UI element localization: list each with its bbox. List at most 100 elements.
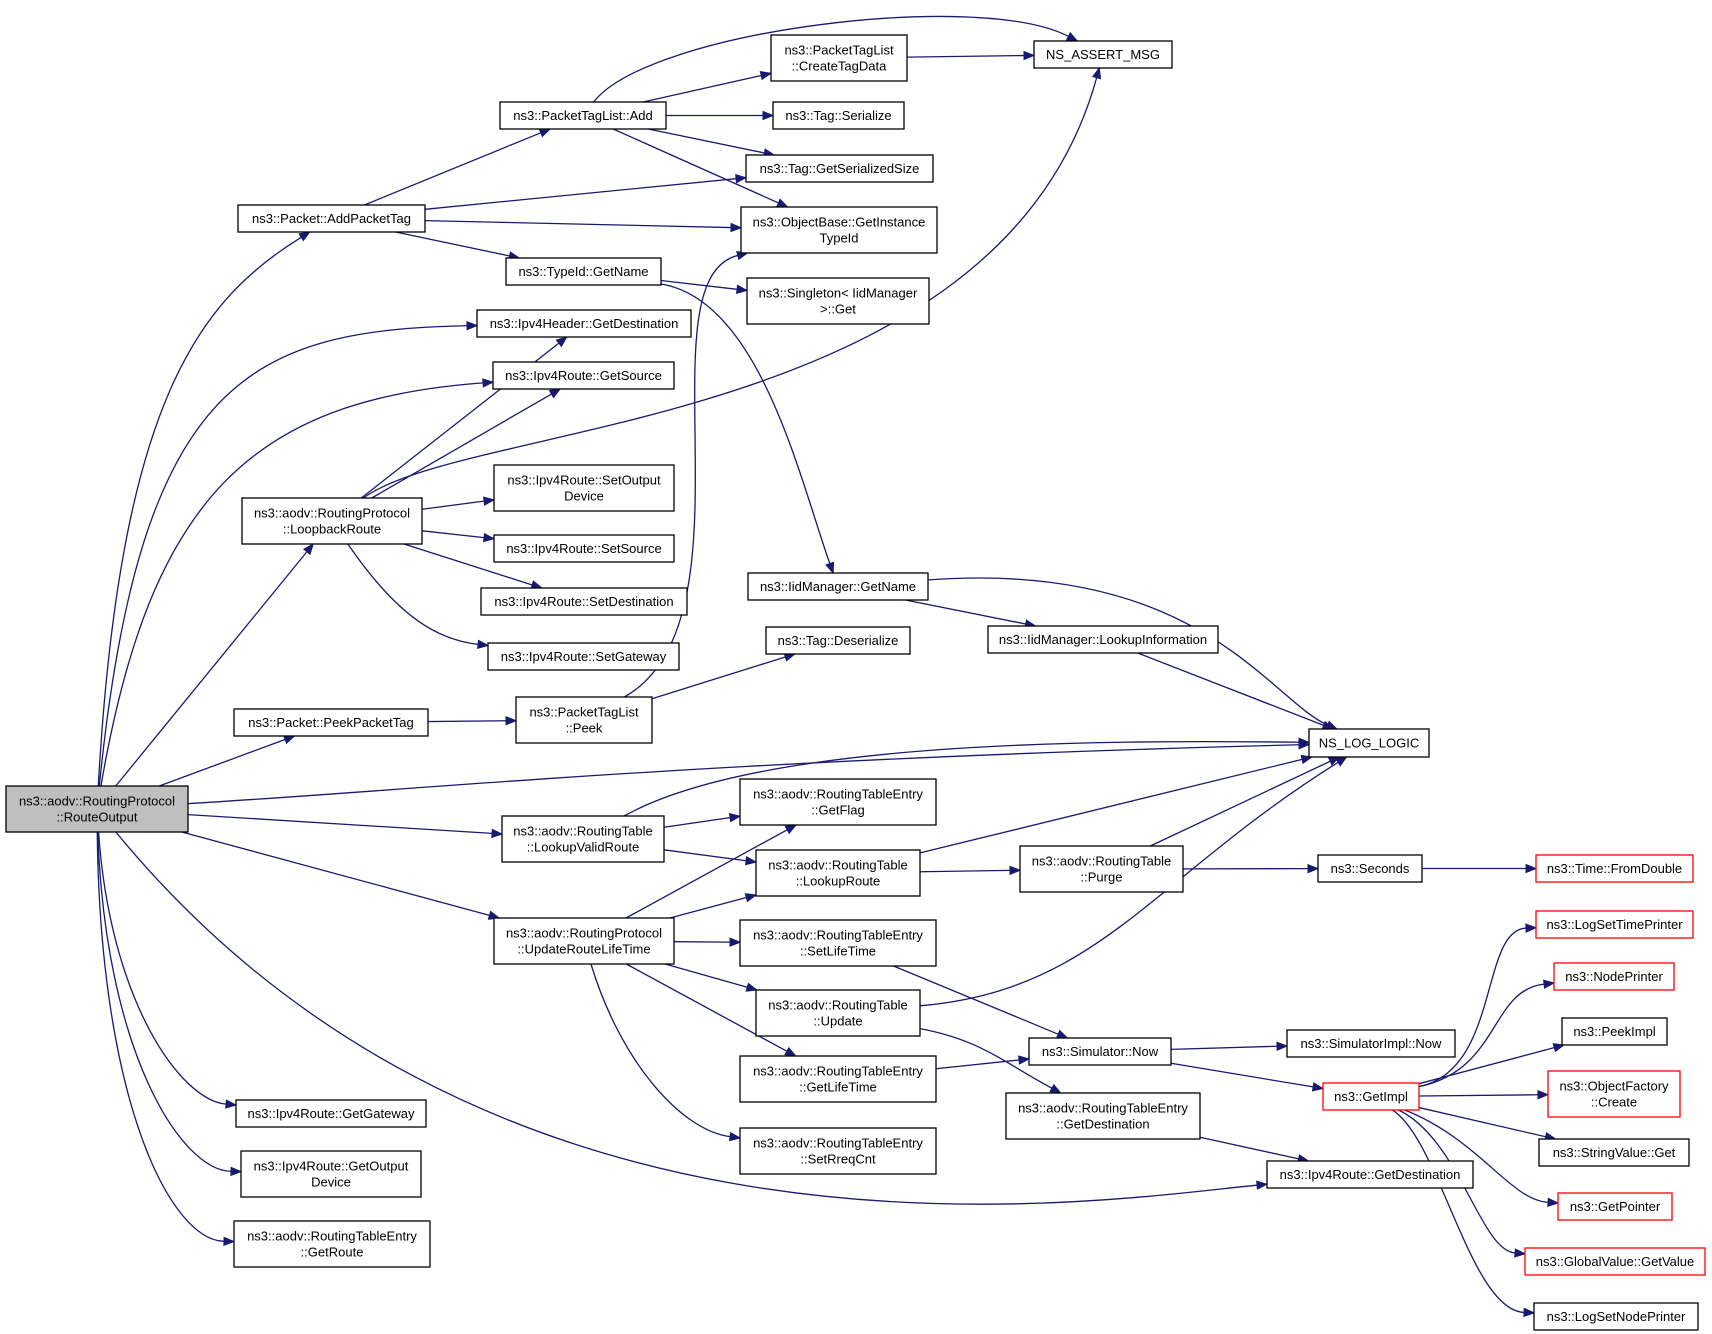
node-getPointer[interactable]: ns3::GetPointer: [1557, 1192, 1673, 1221]
node-ptlAdd[interactable]: ns3::PacketTagList::Add: [499, 101, 667, 130]
node-rteSetLifeTime[interactable]: ns3::aodv::RoutingTableEntry::SetLifeTim…: [739, 919, 937, 967]
node-setGateway[interactable]: ns3::Ipv4Route::SetGateway: [487, 642, 680, 671]
node-box[interactable]: [499, 101, 667, 130]
node-ptlPeek[interactable]: ns3::PacketTagList::Peek: [515, 696, 653, 744]
node-box[interactable]: [1286, 1029, 1456, 1058]
node-box[interactable]: [233, 708, 429, 737]
node-box[interactable]: [480, 587, 688, 616]
node-box[interactable]: [487, 642, 680, 671]
node-rteGetLifeTime[interactable]: ns3::aodv::RoutingTableEntry::GetLifeTim…: [739, 1055, 937, 1103]
node-box[interactable]: [747, 572, 929, 601]
node-box[interactable]: [1019, 845, 1184, 893]
node-box[interactable]: [233, 1220, 431, 1268]
node-box[interactable]: [745, 154, 934, 183]
node-box[interactable]: [739, 919, 937, 967]
node-rtUpdate[interactable]: ns3::aodv::RoutingTable::Update: [755, 989, 921, 1037]
node-simImplNow[interactable]: ns3::SimulatorImpl::Now: [1286, 1029, 1456, 1058]
node-logSetTimePrinter[interactable]: ns3::LogSetTimePrinter: [1535, 910, 1694, 939]
node-box[interactable]: [739, 1055, 937, 1103]
node-box[interactable]: [1322, 1082, 1420, 1111]
node-ptlCreateTagData[interactable]: ns3::PacketTagList::CreateTagData: [770, 34, 908, 82]
node-rteGetFlag[interactable]: ns3::aodv::RoutingTableEntry::GetFlag: [739, 778, 937, 826]
node-typeIdGetName[interactable]: ns3::TypeId::GetName: [505, 257, 662, 286]
node-tagGetSerializedSize[interactable]: ns3::Tag::GetSerializedSize: [745, 154, 934, 183]
node-nsAssert[interactable]: NS_ASSERT_MSG: [1033, 40, 1173, 69]
node-box[interactable]: [1557, 1192, 1673, 1221]
node-box[interactable]: [1538, 1138, 1690, 1167]
node-loopbackRoute[interactable]: ns3::aodv::RoutingProtocol::LoopbackRout…: [241, 497, 423, 545]
node-timeFromDouble[interactable]: ns3::Time::FromDouble: [1535, 854, 1694, 883]
node-box[interactable]: [1308, 728, 1430, 758]
node-box[interactable]: [237, 204, 426, 233]
node-getImpl[interactable]: ns3::GetImpl: [1322, 1082, 1420, 1111]
node-rteGetRoute[interactable]: ns3::aodv::RoutingTableEntry::GetRoute: [233, 1220, 431, 1268]
node-tagSerialize[interactable]: ns3::Tag::Serialize: [772, 101, 905, 130]
node-box[interactable]: [1553, 962, 1675, 991]
node-box[interactable]: [739, 778, 937, 826]
node-ipv4RouteGetGateway[interactable]: ns3::Ipv4Route::GetGateway: [235, 1099, 427, 1128]
node-ipv4RouteGetDestination[interactable]: ns3::Ipv4Route::GetDestination: [1266, 1160, 1474, 1189]
node-box[interactable]: [241, 497, 423, 545]
node-box[interactable]: [755, 849, 921, 897]
node-rtLookupRoute[interactable]: ns3::aodv::RoutingTable::LookupRoute: [755, 849, 921, 897]
node-rteGetDestination[interactable]: ns3::aodv::RoutingTableEntry::GetDestina…: [1005, 1092, 1201, 1140]
node-box[interactable]: [240, 1150, 422, 1198]
node-box[interactable]: [1547, 1070, 1681, 1118]
node-box[interactable]: [1317, 854, 1423, 883]
node-box[interactable]: [1266, 1160, 1474, 1189]
node-box[interactable]: [772, 101, 905, 130]
node-addPacketTag[interactable]: ns3::Packet::AddPacketTag: [237, 204, 426, 233]
node-box[interactable]: [987, 625, 1219, 654]
node-seconds[interactable]: ns3::Seconds: [1317, 854, 1423, 883]
node-logSetNodePrinter[interactable]: ns3::LogSetNodePrinter: [1533, 1302, 1699, 1331]
node-ipv4RouteGetSource[interactable]: ns3::Ipv4Route::GetSource: [492, 361, 675, 390]
node-box[interactable]: [515, 696, 653, 744]
node-rtPurge[interactable]: ns3::aodv::RoutingTable::Purge: [1019, 845, 1184, 893]
node-ipv4HeaderGetDest[interactable]: ns3::Ipv4Header::GetDestination: [476, 309, 692, 338]
node-peekPacketTag[interactable]: ns3::Packet::PeekPacketTag: [233, 708, 429, 737]
node-box[interactable]: [476, 309, 692, 338]
node-box[interactable]: [492, 361, 675, 390]
node-box[interactable]: [5, 785, 189, 833]
node-nsLogLogic[interactable]: NS_LOG_LOGIC: [1308, 728, 1430, 758]
node-box[interactable]: [755, 989, 921, 1037]
node-iidGetName[interactable]: ns3::IidManager::GetName: [747, 572, 929, 601]
node-root[interactable]: ns3::aodv::RoutingProtocol::RouteOutput: [5, 785, 189, 833]
node-iidLookupInfo[interactable]: ns3::IidManager::LookupInformation: [987, 625, 1219, 654]
node-box[interactable]: [1561, 1017, 1668, 1046]
node-setSource[interactable]: ns3::Ipv4Route::SetSource: [493, 534, 675, 563]
node-rtLookupValidRoute[interactable]: ns3::aodv::RoutingTable::LookupValidRout…: [501, 815, 665, 863]
node-box[interactable]: [1033, 40, 1173, 69]
node-simulatorNow[interactable]: ns3::Simulator::Now: [1028, 1037, 1172, 1066]
node-box[interactable]: [770, 34, 908, 82]
node-box[interactable]: [746, 277, 930, 325]
node-box[interactable]: [765, 626, 911, 655]
node-box[interactable]: [1005, 1092, 1201, 1140]
node-stringValueGet[interactable]: ns3::StringValue::Get: [1538, 1138, 1690, 1167]
node-globalValueGetValue[interactable]: ns3::GlobalValue::GetValue: [1524, 1247, 1706, 1276]
node-singletonGet[interactable]: ns3::Singleton< IidManager>::Get: [746, 277, 930, 325]
node-box[interactable]: [740, 206, 938, 254]
node-box[interactable]: [235, 1099, 427, 1128]
node-box[interactable]: [493, 917, 675, 965]
node-rteSetRreqCnt[interactable]: ns3::aodv::RoutingTableEntry::SetRreqCnt: [739, 1127, 937, 1175]
node-box[interactable]: [501, 815, 665, 863]
node-box[interactable]: [1535, 854, 1694, 883]
node-tagDeserialize[interactable]: ns3::Tag::Deserialize: [765, 626, 911, 655]
node-box[interactable]: [1028, 1037, 1172, 1066]
node-box[interactable]: [1533, 1302, 1699, 1331]
node-box[interactable]: [493, 464, 675, 512]
node-nodePrinter[interactable]: ns3::NodePrinter: [1553, 962, 1675, 991]
node-box[interactable]: [1535, 910, 1694, 939]
node-box[interactable]: [1524, 1247, 1706, 1276]
node-box[interactable]: [505, 257, 662, 286]
node-objectFactoryCreate[interactable]: ns3::ObjectFactory::Create: [1547, 1070, 1681, 1118]
node-peekImpl[interactable]: ns3::PeekImpl: [1561, 1017, 1668, 1046]
node-updateRouteLifeTime[interactable]: ns3::aodv::RoutingProtocol::UpdateRouteL…: [493, 917, 675, 965]
node-box[interactable]: [493, 534, 675, 563]
node-box[interactable]: [739, 1127, 937, 1175]
node-setDestination[interactable]: ns3::Ipv4Route::SetDestination: [480, 587, 688, 616]
